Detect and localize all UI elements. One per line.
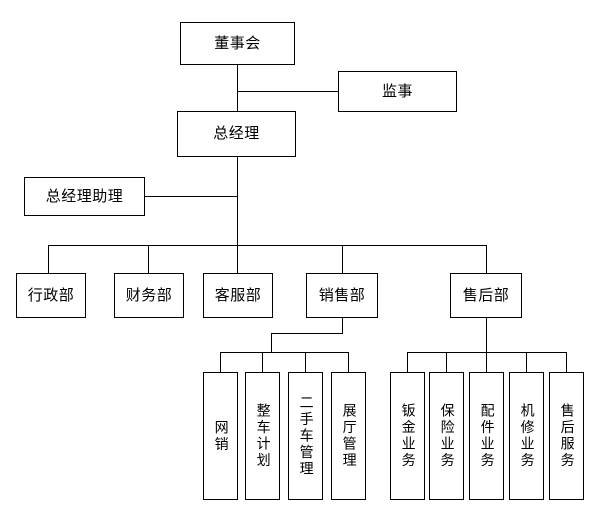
connector-drop-vehicle-plan — [262, 352, 263, 372]
connector-drop-sales — [342, 245, 343, 273]
node-general-manager[interactable]: 总经理 — [177, 111, 296, 157]
node-parts-business-label: 配件业务 — [478, 403, 495, 469]
node-after-sales-service-label: 售后服务 — [558, 403, 575, 469]
connector-drop-parts — [486, 352, 487, 372]
node-bodywork-business-label: 钣金业务 — [399, 403, 416, 469]
node-gm-assistant[interactable]: 总经理助理 — [24, 177, 145, 216]
node-showroom-management-label: 展厅管理 — [340, 403, 357, 469]
node-finance-department[interactable]: 财务部 — [114, 273, 184, 318]
node-used-car-management-label: 二手车管理 — [297, 394, 314, 478]
node-parts-business[interactable]: 配件业务 — [469, 372, 504, 500]
node-supervisor[interactable]: 监事 — [338, 71, 457, 112]
node-repair-business[interactable]: 机修业务 — [509, 372, 544, 500]
node-customer-service-department-label: 客服部 — [214, 285, 262, 304]
connector-sales-drop-a — [342, 318, 343, 334]
node-board-label: 董事会 — [214, 33, 261, 52]
node-customer-service-department[interactable]: 客服部 — [203, 273, 273, 318]
connector-sales-bus — [220, 352, 348, 353]
node-insurance-business[interactable]: 保险业务 — [429, 372, 464, 500]
connector-sales-jog — [271, 333, 343, 334]
node-after-sales-service[interactable]: 售后服务 — [549, 372, 584, 500]
connector-drop-repair — [526, 352, 527, 372]
connector-sales-drop-b — [271, 333, 272, 352]
node-sales-department[interactable]: 销售部 — [306, 273, 378, 318]
connector-drop-admin — [48, 245, 49, 273]
node-online-sales[interactable]: 网销 — [203, 372, 238, 500]
connector-board-to-supervisor — [237, 91, 338, 92]
node-gm-assistant-label: 总经理助理 — [45, 186, 124, 205]
connector-drop-showroom — [348, 352, 349, 372]
node-aftersales-department[interactable]: 售后部 — [450, 273, 522, 318]
node-insurance-business-label: 保险业务 — [438, 403, 455, 469]
connector-department-bus — [48, 245, 487, 246]
node-vehicle-plan-label: 整车计划 — [254, 403, 271, 469]
connector-drop-used-car — [305, 352, 306, 372]
connector-board-spine — [237, 65, 238, 111]
node-repair-business-label: 机修业务 — [518, 403, 535, 469]
node-general-manager-label: 总经理 — [213, 124, 260, 143]
connector-drop-finance — [148, 245, 149, 273]
node-board[interactable]: 董事会 — [180, 22, 295, 65]
node-supervisor-label: 监事 — [381, 81, 413, 100]
node-aftersales-department-label: 售后部 — [462, 285, 510, 304]
connector-gm-to-assistant — [145, 196, 238, 197]
connector-drop-bodywork — [407, 352, 408, 372]
connector-drop-service — [566, 352, 567, 372]
node-finance-department-label: 财务部 — [125, 285, 173, 304]
node-vehicle-plan[interactable]: 整车计划 — [245, 372, 280, 500]
node-showroom-management[interactable]: 展厅管理 — [331, 372, 366, 500]
node-sales-department-label: 销售部 — [318, 285, 366, 304]
connector-gm-spine — [237, 157, 238, 246]
node-used-car-management[interactable]: 二手车管理 — [288, 372, 323, 500]
node-admin-department-label: 行政部 — [27, 285, 75, 304]
connector-aftersales-drop — [486, 318, 487, 352]
connector-drop-aftersales — [486, 245, 487, 273]
connector-drop-insurance — [446, 352, 447, 372]
node-bodywork-business[interactable]: 钣金业务 — [390, 372, 425, 500]
connector-drop-customer — [237, 245, 238, 273]
node-admin-department[interactable]: 行政部 — [16, 273, 86, 318]
node-online-sales-label: 网销 — [212, 419, 229, 453]
connector-drop-online-sales — [220, 352, 221, 372]
